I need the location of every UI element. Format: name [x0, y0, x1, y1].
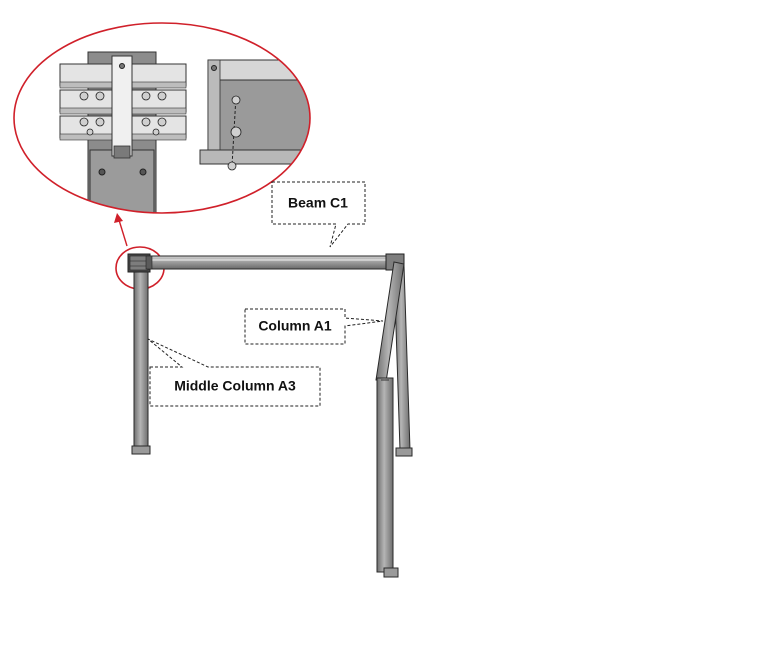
detail-zoom-outline: [13, 22, 311, 214]
callout-middle-column-a3: Middle Column A3: [147, 338, 321, 407]
callout-beam-c1: Beam C1: [271, 181, 366, 248]
detail-leader-arrow-line: [118, 219, 128, 247]
column-top-bracket-detail: [59, 51, 187, 213]
middle-column-a3: [127, 253, 151, 455]
beam-end-detail: [199, 59, 310, 171]
callout-column-a1: Column A1: [244, 308, 384, 345]
callout-column-a1-label: Column A1: [258, 318, 332, 334]
detail-zoom-view: [13, 22, 311, 214]
frame-assembly: [127, 253, 413, 578]
beam-c1: [145, 253, 405, 271]
callout-beam-c1-label: Beam C1: [288, 195, 348, 211]
column-a1: [375, 261, 405, 578]
detail-leader-arrowhead: [114, 213, 123, 223]
callout-middle-column-a3-label: Middle Column A3: [174, 378, 296, 394]
